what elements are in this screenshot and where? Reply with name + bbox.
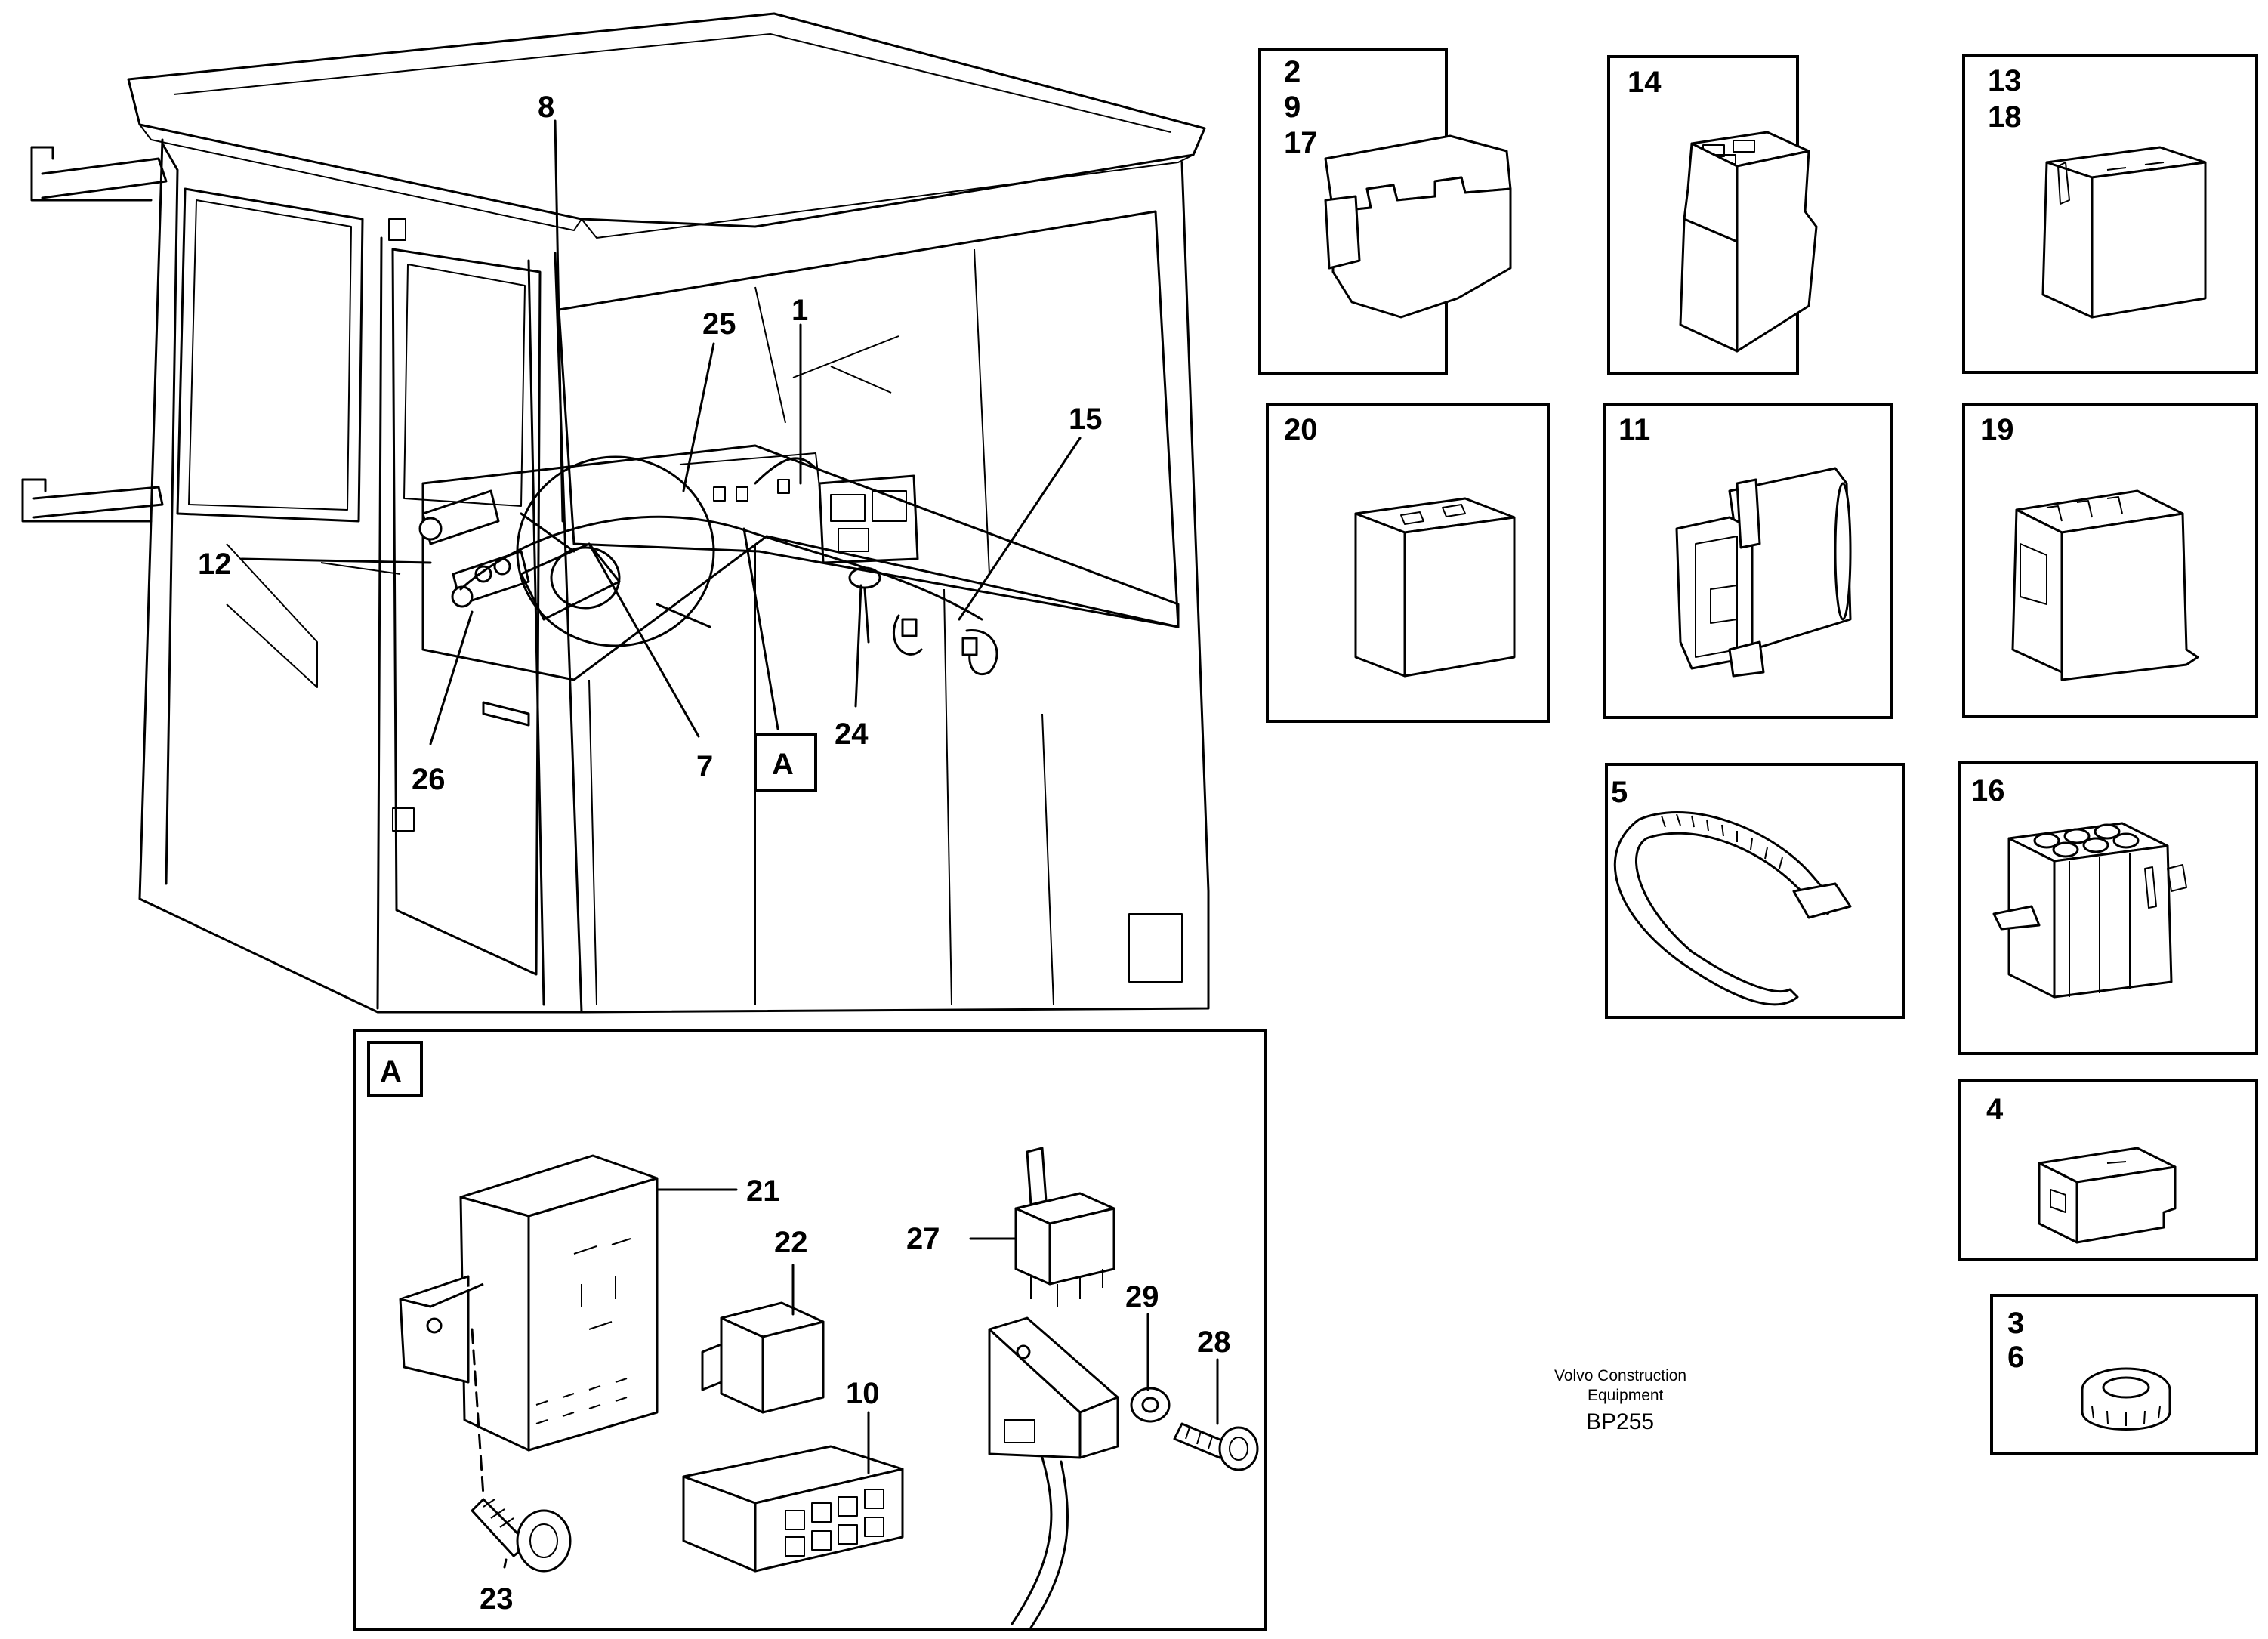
callout-29: 29	[1125, 1280, 1159, 1313]
credit-line-1: Volvo Construction	[1554, 1367, 1686, 1384]
svg-text:A: A	[772, 748, 794, 781]
diagram-code: BP255	[1586, 1409, 1654, 1434]
callout-27: 27	[906, 1222, 940, 1255]
svg-text:17: 17	[1284, 126, 1318, 159]
detail-box-label: A	[380, 1055, 402, 1088]
mounting-bar-upper	[30, 146, 168, 202]
wiring-harness	[459, 515, 983, 621]
callout-12: 12	[198, 548, 232, 581]
callout-22: 22	[774, 1226, 808, 1259]
cab-body-outline	[138, 138, 1210, 1014]
cable-clamp-icon	[1324, 134, 1512, 319]
connector-housing-icon	[2011, 489, 2199, 681]
svg-text:14: 14	[1628, 66, 1662, 99]
connector-housing-icon	[1354, 497, 1516, 678]
part-box-3-6: 3 6	[1990, 1294, 2258, 1455]
cab-illustration	[21, 12, 1210, 1014]
connector-housing-icon	[1675, 467, 1852, 678]
svg-text:20: 20	[1284, 413, 1318, 446]
side-window	[176, 187, 364, 523]
svg-text:9: 9	[1284, 91, 1301, 124]
connector-housing-icon	[2041, 146, 2207, 319]
svg-text:5: 5	[1611, 776, 1628, 809]
callout-28: 28	[1197, 1326, 1231, 1359]
part-box-20: 20	[1266, 403, 1550, 723]
part-box-16: 16	[1958, 761, 2258, 1055]
callout-23: 23	[480, 1582, 514, 1616]
callout-25: 25	[702, 307, 736, 341]
multi-pin-connector-icon	[1992, 822, 2187, 999]
callout-10: 10	[846, 1377, 880, 1410]
cab-leader-lines	[240, 119, 1082, 745]
callout-26: 26	[412, 763, 446, 796]
credit-line-2: Equipment	[1588, 1387, 1664, 1404]
svg-text:16: 16	[1971, 774, 2005, 807]
bolt-28	[1173, 1422, 1259, 1471]
callout-1: 1	[791, 294, 808, 327]
svg-text:13: 13	[1988, 64, 2022, 97]
svg-text:18: 18	[1988, 100, 2022, 134]
connector-housing-icon	[1679, 131, 1818, 353]
svg-text:6: 6	[2007, 1341, 2024, 1374]
callout-24: 24	[835, 718, 869, 751]
callout-8: 8	[538, 91, 554, 124]
fuse-holder-10	[682, 1445, 904, 1573]
part-box-19: 19	[1962, 403, 2258, 718]
relay-bracket	[988, 1316, 1119, 1629]
relay-22	[701, 1301, 825, 1414]
windscreen	[557, 210, 1180, 628]
part-box-13-18: 13 18	[1962, 54, 2258, 374]
callout-15: 15	[1069, 403, 1103, 436]
part-box-4: 4	[1958, 1079, 2258, 1261]
screw-23	[471, 1498, 572, 1573]
callout-21: 21	[746, 1174, 780, 1208]
part-box-5: 5	[1605, 763, 1905, 1019]
instrument-cluster	[818, 474, 919, 564]
connector-housing-icon	[2038, 1147, 2177, 1244]
cab-roof	[127, 12, 1206, 228]
svg-text:4: 4	[1986, 1093, 2004, 1126]
part-box-14: 14	[1607, 55, 1818, 375]
grommet-icon	[2081, 1367, 2171, 1431]
svg-text:19: 19	[1980, 413, 2014, 446]
relay-housing-21	[399, 1154, 659, 1452]
part-box-11: 11	[1603, 403, 1893, 719]
mounting-bar-lower	[21, 478, 164, 523]
relay-27	[1014, 1147, 1115, 1307]
part-box-2-9-17: 2 9 17	[1258, 48, 1512, 375]
callout-7: 7	[696, 750, 713, 783]
washer-29	[1130, 1387, 1171, 1423]
dashboard	[421, 444, 1180, 681]
svg-text:3: 3	[2007, 1307, 2024, 1340]
svg-text:11: 11	[1618, 413, 1650, 446]
publisher-credit: Volvo Construction Equipment BP255	[1554, 1367, 1686, 1434]
cable-tie-icon	[1613, 810, 1852, 1006]
detail-box-a: A	[353, 1029, 1267, 1631]
svg-text:2: 2	[1284, 55, 1301, 88]
detail-ref-a: A	[754, 733, 817, 792]
cab-door	[391, 248, 542, 976]
